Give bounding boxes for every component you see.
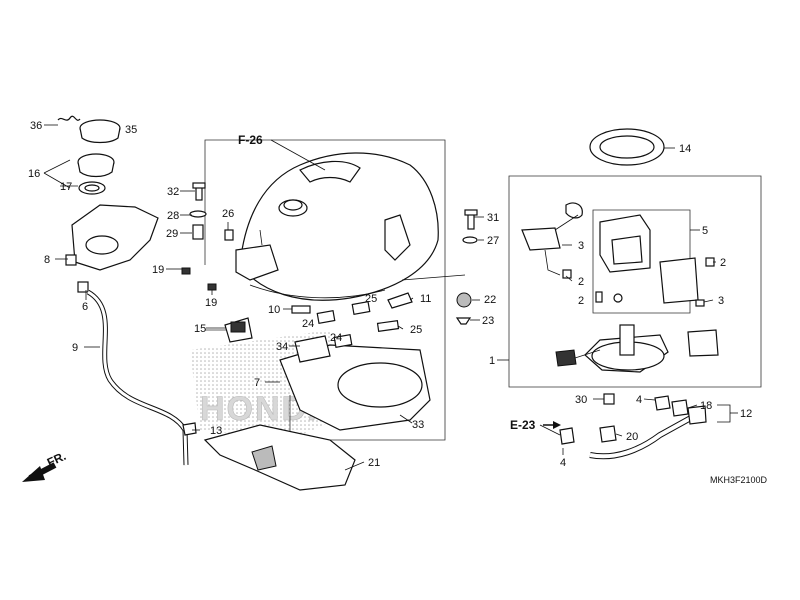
label-24a: 24 — [302, 318, 314, 330]
label-16: 16 — [28, 168, 40, 180]
label-2a: 2 — [578, 276, 584, 288]
drain-hose — [86, 289, 197, 466]
label-25b: 25 — [410, 324, 422, 336]
label-24b: 24 — [330, 332, 342, 344]
label-8: 8 — [44, 254, 50, 266]
label-28: 28 — [167, 210, 179, 222]
fuel-cap-assembly — [57, 115, 121, 195]
label-5: 5 — [702, 225, 708, 237]
reference-arrows — [22, 421, 561, 482]
label-23: 23 — [482, 315, 494, 327]
label-29: 29 — [166, 228, 178, 240]
ref-front: FR. — [45, 449, 68, 470]
label-21: 21 — [368, 457, 380, 469]
part-labels: 36 35 16 17 8 6 9 13 15 19 19 32 28 29 2… — [28, 120, 752, 469]
label-14: 14 — [679, 143, 691, 155]
fuel-tank — [235, 152, 439, 301]
seal-ring — [589, 128, 665, 166]
fuel-hose — [559, 395, 707, 460]
filler-housing — [65, 204, 159, 293]
diagram-code: MKH3F2100D — [710, 475, 768, 485]
ref-e23: E-23 — [510, 418, 536, 432]
ref-f26: F-26 — [238, 133, 263, 147]
heat-guard-plate — [279, 344, 431, 431]
label-32: 32 — [167, 186, 179, 198]
label-4a: 4 — [636, 394, 642, 406]
leader-lines — [43, 124, 738, 471]
tank-small-parts — [181, 229, 472, 363]
bolts-right — [462, 209, 478, 244]
bolts-left — [189, 182, 207, 240]
label-1: 1 — [489, 355, 495, 367]
label-17: 17 — [60, 181, 72, 193]
fuel-pump-frame — [508, 175, 762, 388]
label-13: 13 — [210, 425, 222, 437]
label-35: 35 — [125, 124, 137, 136]
label-33: 33 — [412, 419, 424, 431]
label-2c: 2 — [720, 257, 726, 269]
label-31: 31 — [487, 212, 499, 224]
label-26: 26 — [222, 208, 234, 220]
label-4b: 4 — [560, 457, 566, 469]
label-15: 15 — [194, 323, 206, 335]
label-2b: 2 — [578, 295, 584, 307]
fuel-pump-assembly — [521, 202, 719, 405]
label-7: 7 — [254, 377, 260, 389]
label-25a: 25 — [365, 293, 377, 305]
label-6: 6 — [82, 301, 88, 313]
label-19b: 19 — [205, 297, 217, 309]
label-20: 20 — [626, 431, 638, 443]
label-30: 30 — [575, 394, 587, 406]
label-18: 18 — [700, 400, 712, 412]
label-36: 36 — [30, 120, 42, 132]
label-12: 12 — [740, 408, 752, 420]
label-9: 9 — [72, 342, 78, 354]
label-19a: 19 — [152, 264, 164, 276]
label-3a: 3 — [578, 240, 584, 252]
label-22: 22 — [484, 294, 496, 306]
label-27: 27 — [487, 235, 499, 247]
label-11: 11 — [420, 293, 431, 305]
label-10: 10 — [268, 304, 280, 316]
label-34: 34 — [276, 341, 288, 353]
lower-cover — [203, 424, 356, 491]
label-3b: 3 — [718, 295, 724, 307]
